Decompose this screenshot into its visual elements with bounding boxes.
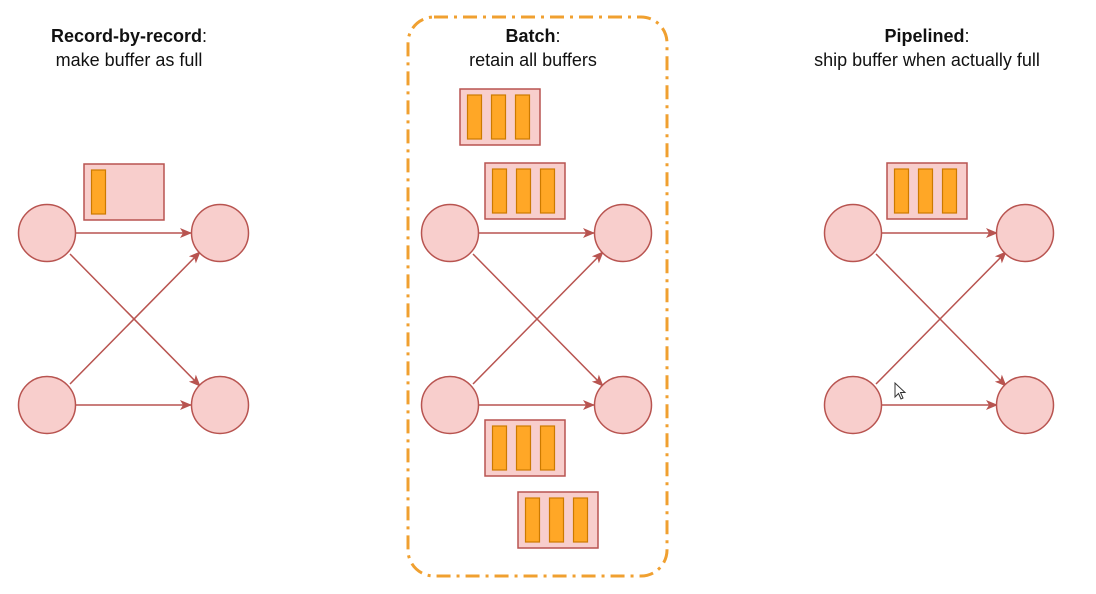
edge — [472, 253, 604, 387]
node — [823, 375, 883, 435]
panel-title-batch: Batch: — [505, 26, 560, 46]
buffer — [484, 162, 566, 220]
panel-subtitle-batch: retain all buffers — [469, 50, 597, 70]
buffer — [886, 162, 968, 220]
node — [17, 203, 77, 263]
record — [539, 425, 556, 471]
edge — [472, 251, 604, 385]
graph-record-by-record — [17, 163, 250, 435]
mouse-pointer-icon — [894, 381, 907, 400]
graph-batch — [420, 88, 653, 549]
record — [491, 168, 508, 214]
panel-title-bold: Record-by-record — [51, 26, 202, 46]
edge — [875, 251, 1007, 385]
node — [593, 203, 653, 263]
panel-title-colon: : — [202, 26, 207, 46]
node — [190, 203, 250, 263]
record — [515, 425, 532, 471]
panel-title-colon: : — [556, 26, 561, 46]
node — [995, 375, 1055, 435]
record — [893, 168, 910, 214]
edge — [875, 253, 1007, 387]
buffer — [484, 419, 566, 477]
panel-subtitle-record-by-record: make buffer as full — [56, 50, 203, 70]
record — [941, 168, 958, 214]
record — [539, 168, 556, 214]
node — [420, 375, 480, 435]
graph-pipelined — [823, 162, 1055, 435]
buffer — [83, 163, 165, 221]
panel-title-bold: Pipelined — [884, 26, 964, 46]
node — [190, 375, 250, 435]
edge — [69, 253, 201, 387]
record — [90, 169, 107, 215]
record — [524, 497, 541, 543]
node — [823, 203, 883, 263]
record — [466, 94, 483, 140]
panel-title-colon: : — [965, 26, 970, 46]
panel-title-bold: Batch — [505, 26, 555, 46]
edge — [69, 251, 201, 385]
batch-highlight-frame — [406, 15, 669, 578]
record — [572, 497, 589, 543]
panel-title-record-by-record: Record-by-record: — [51, 26, 207, 46]
record — [490, 94, 507, 140]
record — [491, 425, 508, 471]
node — [995, 203, 1055, 263]
record — [514, 94, 531, 140]
buffer — [459, 88, 541, 146]
panel-subtitle-pipelined: ship buffer when actually full — [814, 50, 1040, 70]
panel-title-pipelined: Pipelined: — [884, 26, 969, 46]
node — [17, 375, 77, 435]
record — [515, 168, 532, 214]
buffer — [517, 491, 599, 549]
node — [593, 375, 653, 435]
record — [548, 497, 565, 543]
record — [917, 168, 934, 214]
node — [420, 203, 480, 263]
